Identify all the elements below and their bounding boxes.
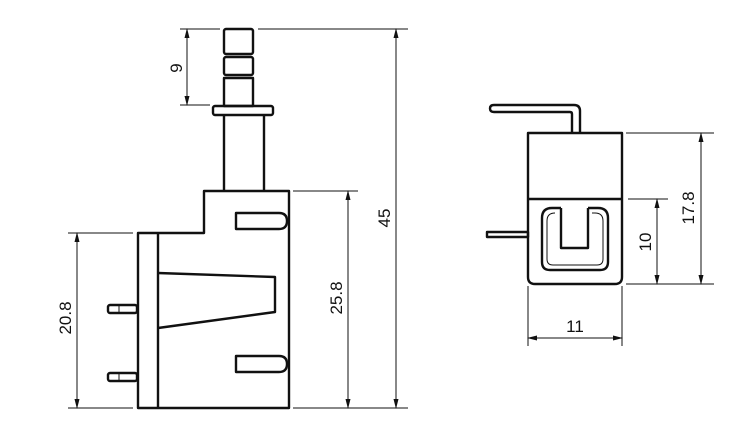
dimension-17-8: 17.8 [626,132,714,285]
dimension-label: 45 [375,209,394,228]
terminal-slot-bottom [234,354,289,374]
dimension-20-8: 20.8 [56,232,133,409]
dimension-label: 10 [636,233,655,252]
front-view: 9 45 25.8 20.8 [56,27,408,410]
dimension-label: 25.8 [327,281,346,314]
dimension-10: 10 [628,198,668,285]
terminal-slot-top [234,211,289,231]
side-body [526,131,624,286]
dimension-25-8: 25.8 [293,190,358,409]
switch-body [136,189,291,410]
plunger [211,27,275,191]
dimension-45: 45 [258,28,408,409]
dimension-label: 11 [566,317,584,336]
side-view: 17.8 10 11 [485,103,714,346]
top-wire [488,103,582,133]
dimension-label: 9 [167,63,186,72]
dimension-11: 11 [527,286,623,346]
body-slot [157,271,277,330]
dimension-label: 20.8 [56,301,75,334]
pins [106,303,139,383]
window [540,206,610,272]
side-wire [485,230,530,239]
dimension-label: 17.8 [679,191,698,224]
dimension-9: 9 [167,28,220,106]
